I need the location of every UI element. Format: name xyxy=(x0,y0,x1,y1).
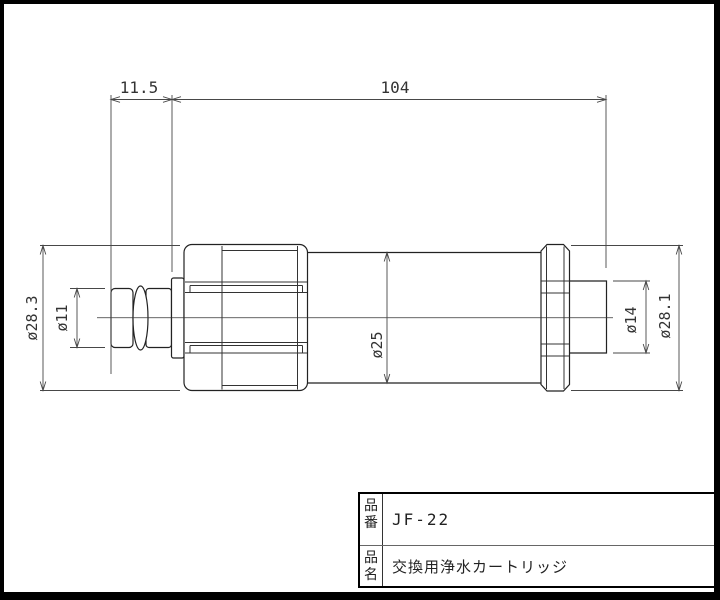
ring-notch-upper xyxy=(541,280,570,294)
dim-label-cap-diameter: ø28.3 xyxy=(23,295,41,340)
dim-label-nozzle-diameter: ø11 xyxy=(53,304,71,331)
dim-label-ring-diameter: ø28.1 xyxy=(656,293,674,338)
frame-bottom xyxy=(0,592,720,600)
ring-notch-lower xyxy=(541,343,570,357)
part-number-label: 品番 xyxy=(360,494,383,545)
title-block: 品番 JF-22 品名 交換用浄水カートリッジ xyxy=(358,492,714,588)
dim-label-outlet-diameter: ø14 xyxy=(622,306,640,333)
part-number-value: JF-22 xyxy=(392,510,451,529)
part-name-value: 交換用浄水カートリッジ xyxy=(392,557,569,576)
dim-label-body-length: 104 xyxy=(381,78,410,97)
dim-label-body-diameter: ø25 xyxy=(368,331,386,358)
cap-groove-upper xyxy=(185,281,307,293)
dim-label-front-length: 11.5 xyxy=(120,78,159,97)
title-block-row-part-name: 品名 交換用浄水カートリッジ xyxy=(360,546,714,586)
cap-groove-lower xyxy=(185,342,307,354)
title-block-row-part-number: 品番 JF-22 xyxy=(360,494,714,546)
frame-right xyxy=(714,0,720,600)
body-cylinder xyxy=(307,251,541,384)
part-name-label: 品名 xyxy=(360,546,383,586)
dimension-layer: 11.5 104 ø28.3 ø11 ø25 ø14 ø28.1 xyxy=(23,78,683,393)
frame-left xyxy=(0,0,4,600)
cartridge-outline xyxy=(97,243,613,392)
outlet-stub xyxy=(569,280,608,354)
frame-top xyxy=(0,0,720,4)
